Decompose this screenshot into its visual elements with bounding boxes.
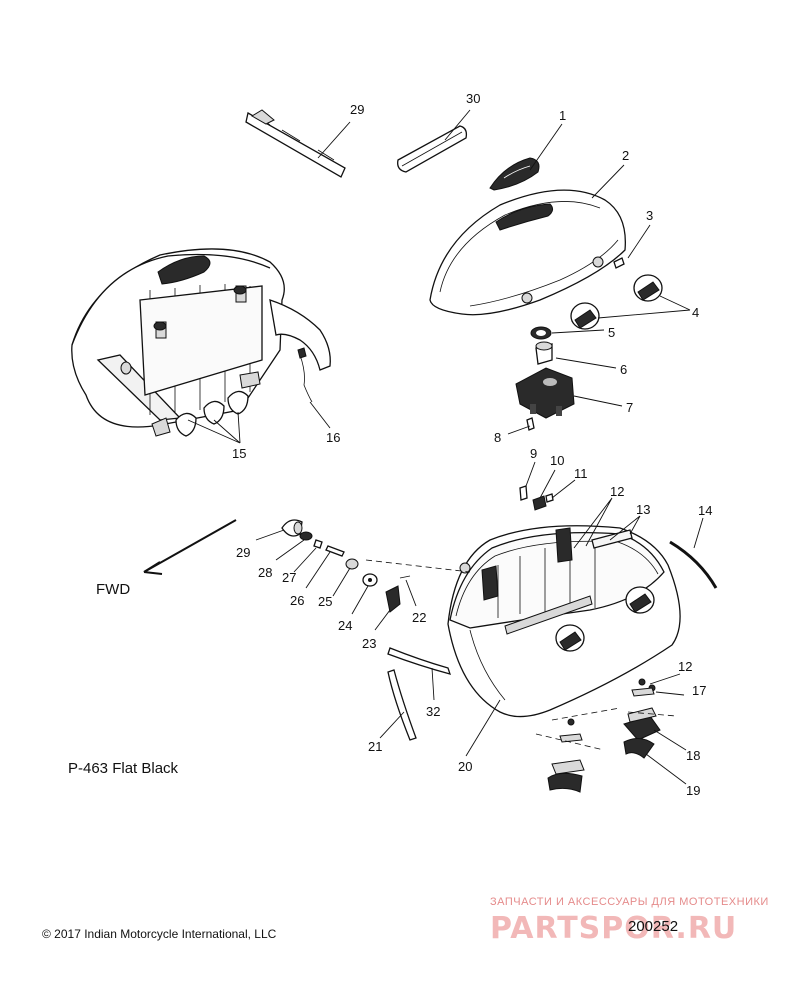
part-8-screw: [526, 417, 535, 431]
callout-20: 20: [458, 759, 472, 774]
part-27-rod: [313, 539, 323, 549]
diagram-number: 200252: [628, 918, 678, 935]
part-1-latch-cover: [489, 157, 540, 191]
part-29-knob: [281, 519, 303, 537]
callout-30: 29: [350, 102, 364, 117]
callout-14: 14: [698, 503, 712, 518]
part-16-lanyard: [297, 347, 313, 403]
callout-11: 11: [574, 466, 588, 481]
part-31-seal: [397, 125, 468, 173]
callout-2: 2: [622, 148, 629, 163]
callout-4: 4: [692, 305, 699, 320]
watermark: ЗАПЧАСТИ И АКСЕССУАРЫ ДЛЯ МОТОТЕХНИКИ PA…: [490, 896, 769, 946]
watermark-tagline: ЗАПЧАСТИ И АКСЕССУАРЫ ДЛЯ МОТОТЕХНИКИ: [490, 896, 769, 908]
part-17-plate: [631, 687, 655, 697]
part-9-pin: [519, 485, 528, 501]
callout-18: 18: [686, 748, 700, 763]
callout-31: 30: [466, 91, 480, 106]
callout-23: 23: [362, 636, 376, 651]
part-28-bushing: [299, 531, 313, 541]
part-13-mount-plate: [591, 529, 633, 549]
callout-12-lower: 12: [678, 659, 692, 674]
part-7-latch-assembly: [515, 367, 575, 419]
callout-16: 16: [326, 430, 340, 445]
callout-17: 17: [692, 683, 706, 698]
callout-29: 29: [236, 545, 250, 560]
part-22-pin: [399, 575, 411, 579]
part-24-washer: [362, 573, 378, 587]
callout-6: 6: [620, 362, 627, 377]
part-4-hinges: [570, 274, 663, 330]
part-30-trim-strip: [245, 109, 346, 178]
callout-13: 13: [636, 502, 650, 517]
callout-24: 24: [338, 618, 352, 633]
copyright-text: © 2017 Indian Motorcycle International, …: [42, 927, 277, 941]
part-18-mount: [559, 707, 661, 743]
part-6-lock-cylinder: [535, 341, 553, 365]
part-19-mount: [547, 738, 655, 793]
part-14-trim-edge: [669, 540, 718, 589]
callout-labels: 29 30 1 2 3 4 5 6 7 8 9 10 11 12 13 14 1…: [232, 91, 712, 798]
forward-direction-arrow: FWD: [96, 519, 237, 598]
part-10-clip: [532, 495, 547, 511]
leader-lines: [187, 109, 704, 785]
part-2-saddlebag-lid: [429, 189, 626, 316]
part-21-trim: [387, 669, 417, 741]
callout-22: 22: [412, 610, 426, 625]
callout-5: 5: [608, 325, 615, 340]
callout-32: 32: [426, 704, 440, 719]
part-26-bolt: [325, 545, 345, 557]
paint-note: P-463 Flat Black: [68, 760, 179, 777]
callout-19: 19: [686, 783, 700, 798]
part-20-saddlebag-body: [447, 525, 681, 718]
callout-26: 26: [290, 593, 304, 608]
callout-28: 28: [258, 565, 272, 580]
part-5-grommet: [530, 326, 552, 340]
callout-15: 15: [232, 446, 246, 461]
fwd-label: FWD: [96, 581, 130, 598]
callout-25: 25: [318, 594, 332, 609]
callout-1: 1: [559, 108, 566, 123]
watermark-brand: PARTSPOR.RU: [490, 911, 737, 946]
callout-9: 9: [530, 446, 537, 461]
part-32-trim: [387, 647, 451, 675]
part-3-screw: [613, 257, 625, 269]
part-23-bracket: [385, 585, 401, 613]
part-11-screw: [545, 493, 554, 503]
callout-7: 7: [626, 400, 633, 415]
callout-21: 21: [368, 739, 382, 754]
callout-12-upper: 12: [610, 484, 624, 499]
part-15-retaining-rings: [175, 390, 249, 437]
callout-27: 27: [282, 570, 296, 585]
part-25-spacer: [345, 558, 359, 570]
callout-3: 3: [646, 208, 653, 223]
callout-8: 8: [494, 430, 501, 445]
saddlebag-assembly-left: [71, 248, 331, 437]
callout-10: 10: [550, 453, 564, 468]
